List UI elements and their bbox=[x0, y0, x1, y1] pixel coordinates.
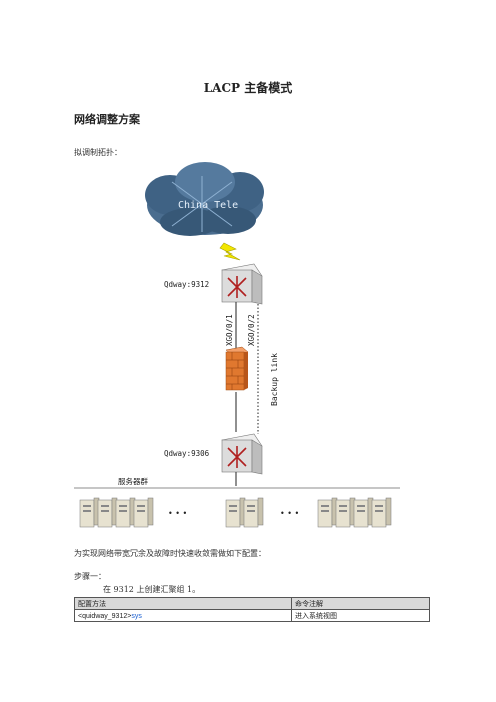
backup-link-label: Backup link bbox=[270, 353, 279, 406]
command-prompt: <quidway_9312> bbox=[78, 612, 132, 620]
command-table: 配置方法 命令注解 <quidway_9312>sys 进入系统视图 bbox=[74, 597, 430, 622]
command-keyword: sys bbox=[131, 612, 142, 620]
firewall-icon bbox=[225, 346, 249, 391]
server-rack-middle bbox=[225, 497, 264, 528]
command-note-cell: 进入系统视图 bbox=[291, 609, 430, 622]
cloud-label: China Tele bbox=[178, 200, 238, 211]
server-group-label: 服务器群 bbox=[118, 476, 148, 486]
server-rack-left bbox=[79, 497, 154, 528]
table-row: <quidway_9312>sys 进入系统视图 bbox=[74, 609, 430, 622]
ellipsis-left: • • • bbox=[168, 509, 187, 518]
port-xgo-0-1-label: XGO/0/1 bbox=[225, 314, 234, 346]
table-header-config-method: 配置方法 bbox=[74, 597, 292, 610]
ellipsis-right: • • • bbox=[280, 509, 299, 518]
table-header-command-note: 命令注解 bbox=[291, 597, 430, 610]
port-xgo-0-2-label: XGO/0/2 bbox=[247, 314, 256, 346]
topology-intro: 拟调制拓扑： bbox=[74, 148, 122, 157]
network-topology-diagram: China Tele Qdway:9312 XGO/0/1 XGO/0/2 Ba… bbox=[74, 162, 400, 528]
section-heading: 网络调整方案 bbox=[74, 113, 140, 126]
access-switch-label: Qdway:9306 bbox=[164, 449, 210, 458]
core-switch-label: Qdway:9312 bbox=[164, 280, 209, 289]
lightning-icon bbox=[219, 242, 241, 261]
page-title: LACP 主备模式 bbox=[203, 81, 293, 95]
server-rack-right bbox=[317, 497, 392, 528]
access-switch-icon bbox=[221, 433, 263, 475]
command-cell: <quidway_9312>sys bbox=[74, 609, 292, 622]
step-text: 在 9312 上创建汇聚组 1。 bbox=[103, 585, 201, 594]
cloud-icon: China Tele bbox=[145, 162, 264, 236]
core-switch-icon bbox=[221, 263, 263, 305]
step-label: 步骤一： bbox=[74, 572, 106, 581]
config-intro: 为实现网络带宽冗余及故障时快速收敛需做如下配置： bbox=[74, 549, 266, 558]
table-header-row: 配置方法 命令注解 bbox=[74, 597, 430, 610]
